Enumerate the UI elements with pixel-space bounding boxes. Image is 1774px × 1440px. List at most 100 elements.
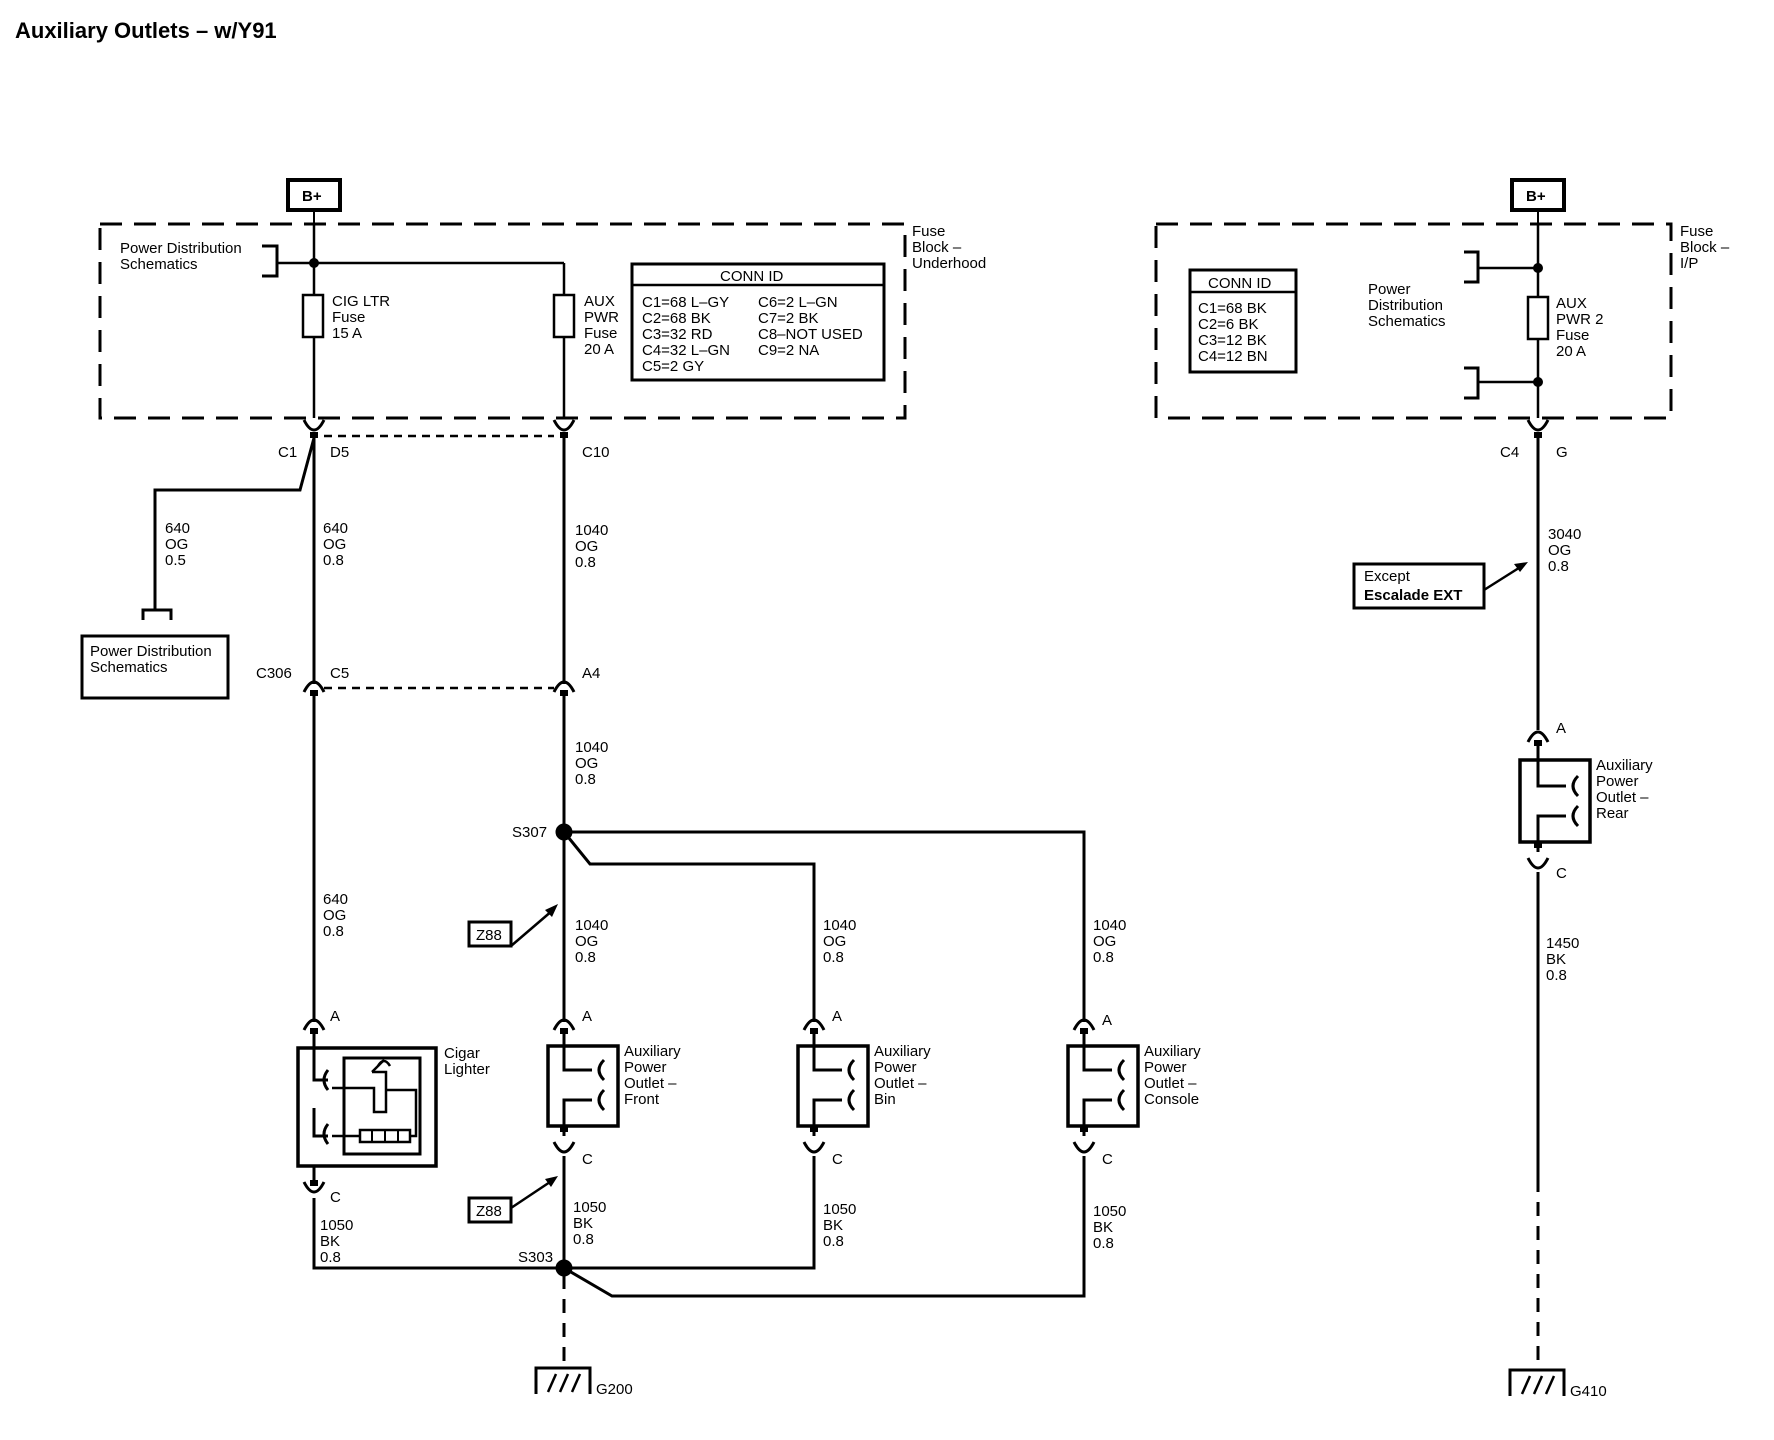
conn-id-title-right: CONN ID bbox=[1208, 275, 1272, 292]
aux-outlet-front: A C Auxiliary Power Outlet – Front bbox=[546, 1008, 681, 1168]
c306-label: C306 bbox=[256, 665, 292, 682]
aux-fuse-label-4: 20 A bbox=[584, 341, 614, 358]
splice-s303 bbox=[555, 1259, 573, 1277]
s303-label: S303 bbox=[518, 1249, 553, 1266]
wire-label: 0.5 bbox=[165, 552, 186, 569]
wire-1050-cigar bbox=[312, 1198, 564, 1270]
bplus-label-left: B+ bbox=[302, 188, 322, 205]
wire-label: 0.8 bbox=[1548, 558, 1569, 575]
outlet-label: Power bbox=[624, 1059, 667, 1076]
pds-top-bracket bbox=[262, 244, 279, 278]
cigar-label: Lighter bbox=[444, 1061, 490, 1078]
fuse-block-underhood-label-1: Fuse bbox=[912, 223, 945, 240]
wire-label: 640 bbox=[165, 520, 190, 537]
wire-label: BK bbox=[573, 1215, 593, 1232]
c5-label: C5 bbox=[330, 665, 349, 682]
wire-label: 0.8 bbox=[575, 771, 596, 788]
wire-label: 0.8 bbox=[823, 949, 844, 966]
fuse-block-ip-label-1: Fuse bbox=[1680, 223, 1713, 240]
wire-640-branch bbox=[153, 437, 316, 610]
conn-entry: C5=2 GY bbox=[642, 358, 704, 375]
except-label: Escalade EXT bbox=[1364, 587, 1462, 604]
connector-c306-a4 bbox=[552, 680, 576, 693]
outlet-label: Outlet – bbox=[874, 1075, 927, 1092]
except-escalade-box bbox=[1352, 562, 1486, 610]
fuse-block-ip-label-3: I/P bbox=[1680, 255, 1698, 272]
g200-label: G200 bbox=[596, 1381, 633, 1398]
conn-entry: C4=12 BN bbox=[1198, 348, 1268, 365]
pin-a-label: A bbox=[1102, 1012, 1112, 1029]
wire-label: 0.8 bbox=[323, 923, 344, 940]
ground-g410-icon bbox=[1508, 1368, 1566, 1396]
aux2-fuse-label: PWR 2 bbox=[1556, 311, 1604, 328]
conn-entry: C4=32 L–GN bbox=[642, 342, 730, 359]
wire-label: 640 bbox=[323, 891, 348, 908]
aux-pwr-fuse bbox=[552, 293, 576, 339]
conn-entry: C9=2 NA bbox=[758, 342, 819, 359]
aux-fuse-label-3: Fuse bbox=[584, 325, 617, 342]
wire-label: BK bbox=[320, 1233, 340, 1250]
aux-outlet-bin: A C Auxiliary Power Outlet – Bin bbox=[796, 1008, 931, 1168]
pds-bracket-right-top bbox=[1464, 250, 1480, 284]
z88-label: Z88 bbox=[476, 1203, 502, 1220]
pds-right-label: Distribution bbox=[1368, 297, 1443, 314]
aux-fuse-label-1: AUX bbox=[584, 293, 615, 310]
outlet-label: Front bbox=[624, 1091, 660, 1108]
g410-label: G410 bbox=[1570, 1383, 1607, 1400]
wire-label: OG bbox=[575, 933, 598, 950]
wire-label: 640 bbox=[323, 520, 348, 537]
conn-entry: C8–NOT USED bbox=[758, 326, 863, 343]
cig-fuse-label-3: 15 A bbox=[332, 325, 362, 342]
pds-box-label: Schematics bbox=[90, 659, 168, 676]
wire-label: 1040 bbox=[575, 917, 608, 934]
conn-entry: C7=2 BK bbox=[758, 310, 818, 327]
fuse-block-underhood-label-2: Block – bbox=[912, 239, 962, 256]
conn-id-title-left: CONN ID bbox=[720, 268, 784, 285]
wire-label: OG bbox=[575, 755, 598, 772]
wire-label: 0.8 bbox=[823, 1233, 844, 1250]
connector-c4-g bbox=[1526, 419, 1550, 432]
conn-entry: C6=2 L–GN bbox=[758, 294, 838, 311]
conn-entry: C3=32 RD bbox=[642, 326, 713, 343]
wire-label: 1040 bbox=[575, 522, 608, 539]
pin-c-label: C bbox=[1556, 865, 1567, 882]
aux-outlet-rear: A C Auxiliary Power Outlet – Rear bbox=[1518, 720, 1653, 882]
wire-label: 1050 bbox=[573, 1199, 606, 1216]
outlet-label: Auxiliary bbox=[1144, 1043, 1201, 1060]
z88-box-upper bbox=[467, 920, 513, 948]
wire-label: OG bbox=[1548, 542, 1571, 559]
pin-a-label: A bbox=[582, 1008, 592, 1025]
bplus-label-right: B+ bbox=[1526, 188, 1546, 205]
aux-outlet-console: A C Auxiliary Power Outlet – Console bbox=[1066, 1012, 1201, 1168]
pin-a-label: A bbox=[1556, 720, 1566, 737]
wire-label: OG bbox=[323, 536, 346, 553]
wire-label: 0.8 bbox=[575, 554, 596, 571]
wire-label: 0.8 bbox=[1093, 1235, 1114, 1252]
cig-ltr-fuse bbox=[301, 293, 325, 339]
wire-label: 1040 bbox=[1093, 917, 1126, 934]
pds-right-label: Power bbox=[1368, 281, 1411, 298]
diagram-title: Auxiliary Outlets – w/Y91 bbox=[15, 18, 277, 43]
pds-top-label-2: Schematics bbox=[120, 256, 198, 273]
outlet-label: Auxiliary bbox=[1596, 757, 1653, 774]
wire-label: 0.8 bbox=[575, 949, 596, 966]
wire-label: 0.8 bbox=[1546, 967, 1567, 984]
cigar-lighter: A C Cigar Lighter bbox=[296, 1008, 490, 1206]
fuse-block-ip-label-2: Block – bbox=[1680, 239, 1730, 256]
wire-label: 1050 bbox=[1093, 1203, 1126, 1220]
d5-label: D5 bbox=[330, 444, 349, 461]
connector-c1-d5 bbox=[302, 419, 326, 432]
except-label: Except bbox=[1364, 568, 1411, 585]
aux2-fuse-label: AUX bbox=[1556, 295, 1587, 312]
conn-entry: C2=6 BK bbox=[1198, 316, 1258, 333]
outlet-label: Power bbox=[1144, 1059, 1187, 1076]
outlet-label: Power bbox=[874, 1059, 917, 1076]
pds-bracket-right-bottom bbox=[1464, 366, 1480, 400]
outlet-label: Rear bbox=[1596, 805, 1629, 822]
aux2-fuse-label: Fuse bbox=[1556, 327, 1589, 344]
wire-label: 1050 bbox=[823, 1201, 856, 1218]
wire-label: 0.8 bbox=[320, 1249, 341, 1266]
pin-a-label: A bbox=[330, 1008, 340, 1025]
cig-fuse-label-1: CIG LTR bbox=[332, 293, 390, 310]
